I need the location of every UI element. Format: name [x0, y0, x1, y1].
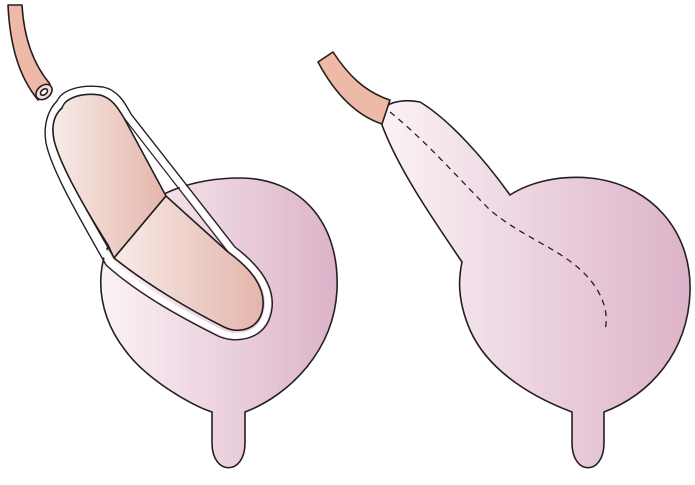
right-ureter — [318, 52, 390, 124]
left-panel — [8, 5, 337, 468]
right-panel — [318, 52, 690, 468]
right-bladder-body — [381, 101, 690, 468]
